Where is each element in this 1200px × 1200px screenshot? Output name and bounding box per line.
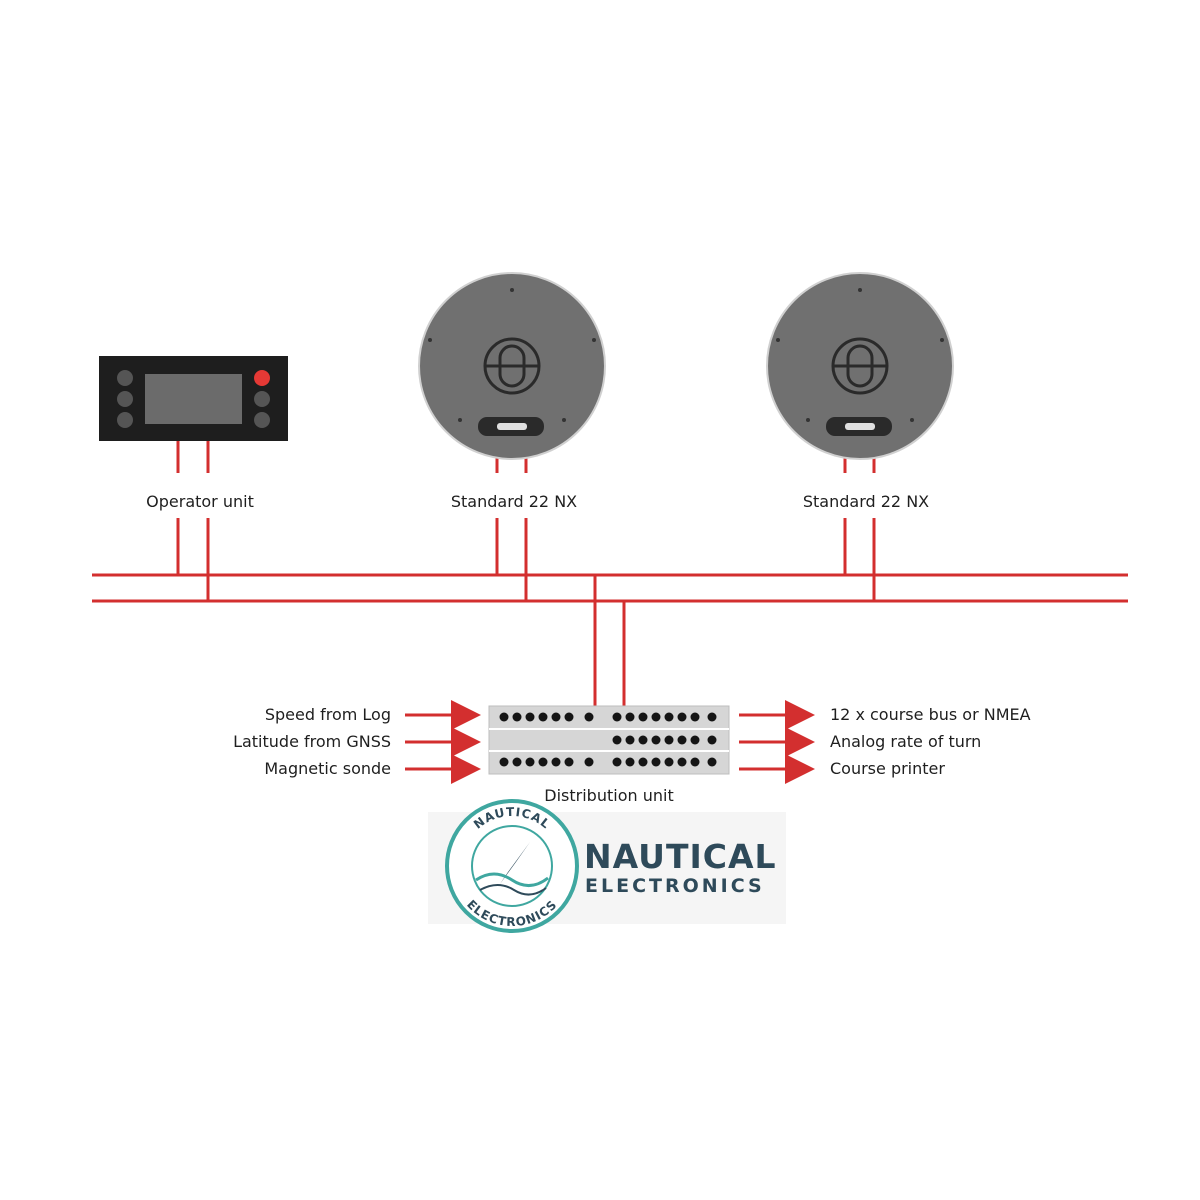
logo-wordmark-line1: NAUTICAL [584,837,777,876]
operator-panel-icon [99,356,288,441]
terminal-row-2 [612,735,717,745]
input-arrows [405,700,481,784]
gyrocompass-icon [418,272,606,460]
output-label: Analog rate of turn [830,732,981,751]
operator-unit-label: Operator unit [146,492,254,511]
alarm-button-icon [254,370,270,386]
output-arrows [739,700,815,784]
input-label: Latitude from GNSS [233,732,391,751]
logo-wordmark-line2: ELECTRONICS [585,875,765,897]
gyro-2-label: Standard 22 NX [803,492,929,511]
compass-wave-logo-icon: NAUTICAL ELECTRONICS [445,799,579,933]
gyro-1-label: Standard 22 NX [451,492,577,511]
distribution-unit-label: Distribution unit [544,786,673,805]
distribution-unit-icon [488,705,730,775]
output-label: Course printer [830,759,945,778]
brand-logo: NAUTICAL ELECTRONICS NAUTICAL ELECTRONIC… [428,799,786,933]
output-label: 12 x course bus or NMEA [830,705,1031,724]
input-label: Speed from Log [265,705,391,724]
terminal-row-3 [499,757,717,767]
gyrocompass-icon [766,272,954,460]
operator-screen [145,374,242,424]
wiring [92,441,1128,706]
input-label: Magnetic sonde [264,759,391,778]
terminal-row-1 [499,712,717,722]
